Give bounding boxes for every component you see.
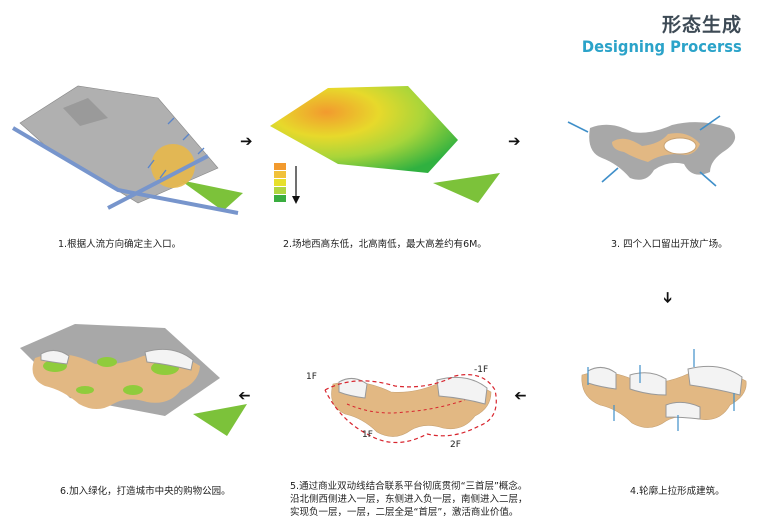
step-6-diagram: [15, 318, 250, 438]
circulation-dashed-inner: [346, 399, 466, 414]
floor-label-2f: 2F: [450, 440, 461, 450]
flow-path-2: [107, 154, 209, 210]
step-2-caption: 2.场地西高东低，北高南低，最大高差约有6M。: [283, 239, 487, 250]
step-4-caption: 4.轮廓上拉形成建筑。: [630, 486, 725, 497]
building-mass: [687, 365, 743, 396]
step-3-caption: 3. 四个入口留出开放广场。: [611, 239, 728, 250]
step-3-diagram: [560, 100, 750, 200]
green-triangle: [180, 180, 243, 211]
step-5-caption: 5.通过商业双动线结合联系平台彻底贯彻“三首层”概念。 沿北侧西侧进入一层，东侧…: [290, 480, 528, 519]
floor-label-1f-west: 1F: [306, 372, 317, 382]
page-title-en: Designing Procerss: [582, 37, 742, 56]
entrance-zone: [151, 144, 195, 188]
arrow-right-icon: ➔: [508, 132, 521, 150]
step-5-caption-line-1: 5.通过商业双动线结合联系平台彻底贯彻“三首层”概念。: [290, 481, 528, 492]
floor-label-1f-south: 1F: [362, 430, 373, 440]
step-1-diagram: [8, 78, 248, 218]
page-title-cn: 形态生成: [661, 14, 742, 36]
circulation-dashed-outer: [324, 374, 497, 444]
step-1-caption: 1.根据人流方向确定主入口。: [58, 239, 182, 250]
flow-path-1: [11, 126, 239, 215]
green-triangle: [433, 173, 500, 203]
green-triangle: [193, 404, 247, 436]
arrow-down-icon: ➔: [658, 291, 677, 304]
building-mass: [665, 401, 701, 420]
building-mass: [629, 372, 667, 396]
arrow-right-icon: ➔: [240, 132, 253, 150]
step-4-diagram: [570, 345, 755, 445]
step-5-caption-line-3: 实现负一层，一层，二层全是“首层”，激活商业价值。: [290, 507, 519, 518]
building-mass: [587, 367, 617, 390]
arrow-left-icon: ➔: [514, 387, 527, 405]
step-6-caption: 6.加入绿化，打造城市中央的购物公园。: [60, 486, 231, 497]
floor-label-b1f: -1F: [474, 365, 489, 375]
step-2-diagram: [268, 78, 503, 208]
step-5-caption-line-2: 沿北侧西侧进入一层，东侧进入负一层，南侧进入二层，: [290, 494, 528, 505]
step-5-diagram: [315, 360, 505, 455]
terrain-map: [270, 86, 458, 173]
legend-swatches: [274, 163, 286, 202]
